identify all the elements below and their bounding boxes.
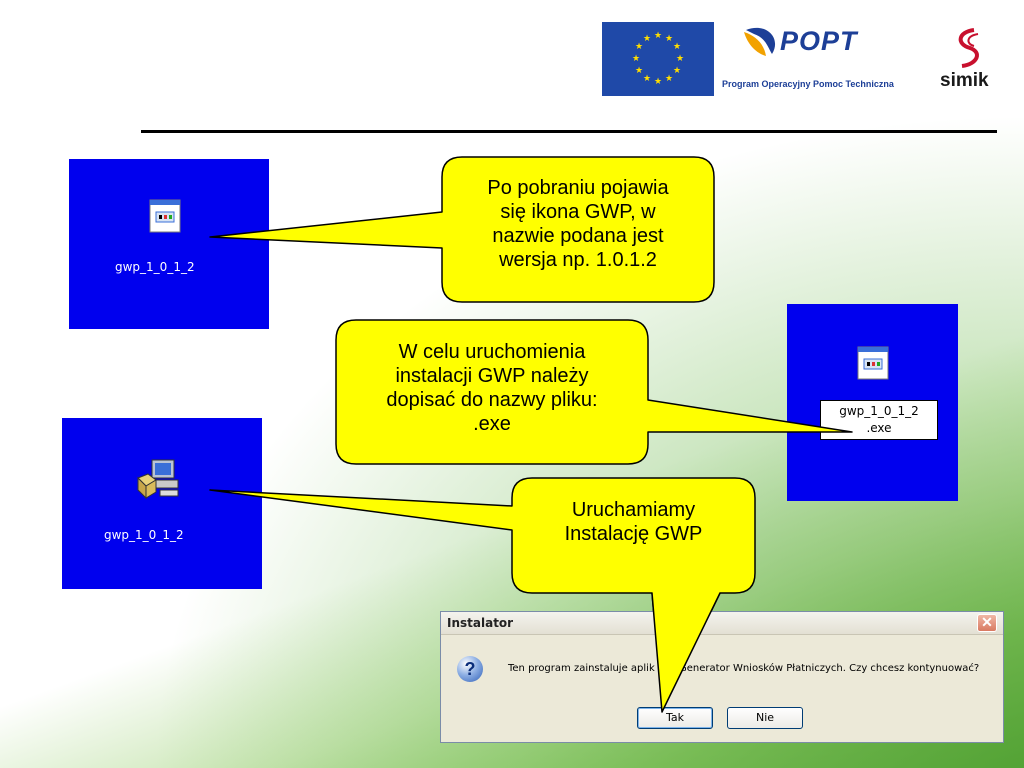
svg-text:★: ★ [654, 77, 662, 87]
dialog-message-right: Generator Wniosków Płatniczych. Czy chce… [679, 663, 980, 674]
callout-1-text: Po pobraniu pojawia się ikona GWP, w naz… [442, 176, 714, 272]
callout-1-shape [209, 156, 715, 303]
callout-1-line: nazwie podana jest [492, 225, 664, 247]
callout-2-line: instalacji GWP należy [395, 365, 589, 387]
popt-logo: POPT Program Operacyjny Pomoc Techniczna [722, 24, 932, 94]
svg-text:★: ★ [643, 74, 651, 84]
dialog-title: Instalator [447, 616, 514, 630]
dialog-titlebar[interactable]: Instalator ✕ [441, 612, 1003, 635]
desktop-screenshot-rename: gwp_1_0_1_2 .exe [787, 304, 958, 501]
dialog-message-left: Ten program zainstaluje aplik [508, 663, 655, 674]
callout-1-line: wersja np. 1.0.1.2 [499, 249, 657, 271]
callout-1-line: się ikona GWP, w [500, 201, 656, 223]
file-icon[interactable] [149, 199, 181, 233]
callout-1-line: Po pobraniu pojawia [487, 177, 669, 199]
desktop-screenshot-installer: gwp_1_0_1_2 [62, 418, 262, 589]
callout-3-text: Uruchamiamy Instalację GWP [512, 498, 755, 546]
installer-icon-label[interactable]: gwp_1_0_1_2 [104, 528, 184, 542]
yes-button[interactable]: Tak [637, 707, 713, 729]
simik-swirl-icon [958, 28, 979, 68]
file-icon-label[interactable]: gwp_1_0_1_2 [115, 260, 195, 274]
filename-rename-field[interactable]: gwp_1_0_1_2 .exe [820, 400, 938, 440]
no-button[interactable]: Nie [727, 707, 803, 729]
file-icon[interactable] [857, 346, 889, 380]
question-icon: ? [457, 656, 483, 682]
svg-text:★: ★ [643, 34, 651, 44]
callout-3-line: Uruchamiamy [571, 499, 696, 521]
svg-text:★: ★ [635, 66, 643, 76]
installer-icon[interactable] [134, 456, 184, 502]
callout-3-line: Instalację GWP [564, 523, 703, 545]
callout-2-line: .exe [473, 413, 511, 435]
simik-logo: simik [938, 26, 1000, 96]
callout-2-shape [335, 319, 853, 465]
header-divider [141, 130, 997, 133]
svg-text:★: ★ [676, 54, 684, 64]
rename-line-2: .exe [866, 421, 892, 435]
installer-dialog: Instalator ✕ ? Ten program zainstaluje a… [440, 611, 1004, 743]
svg-text:★: ★ [635, 42, 643, 52]
simik-logo-text: simik [940, 70, 989, 91]
callout-2-text: W celu uruchomienia instalacji GWP należ… [336, 340, 648, 436]
svg-text:★: ★ [665, 34, 673, 44]
svg-text:★: ★ [673, 42, 681, 52]
svg-text:★: ★ [673, 66, 681, 76]
rename-line-1: gwp_1_0_1_2 [839, 404, 919, 418]
popt-subtitle: Program Operacyjny Pomoc Techniczna [722, 79, 894, 89]
close-icon[interactable]: ✕ [977, 614, 997, 632]
desktop-screenshot-downloaded: gwp_1_0_1_2 [69, 159, 269, 329]
svg-text:★: ★ [665, 74, 673, 84]
svg-text:★: ★ [632, 54, 640, 64]
callout-2-line: dopisać do nazwy pliku: [386, 389, 598, 411]
callout-2-line: W celu uruchomienia [398, 341, 586, 363]
eu-flag-logo: ★★★ ★★★ ★★★ ★★★ [602, 22, 714, 96]
popt-logo-text: POPT [780, 26, 858, 56]
svg-text:★: ★ [654, 31, 662, 41]
popt-swirl-icon [744, 27, 776, 56]
